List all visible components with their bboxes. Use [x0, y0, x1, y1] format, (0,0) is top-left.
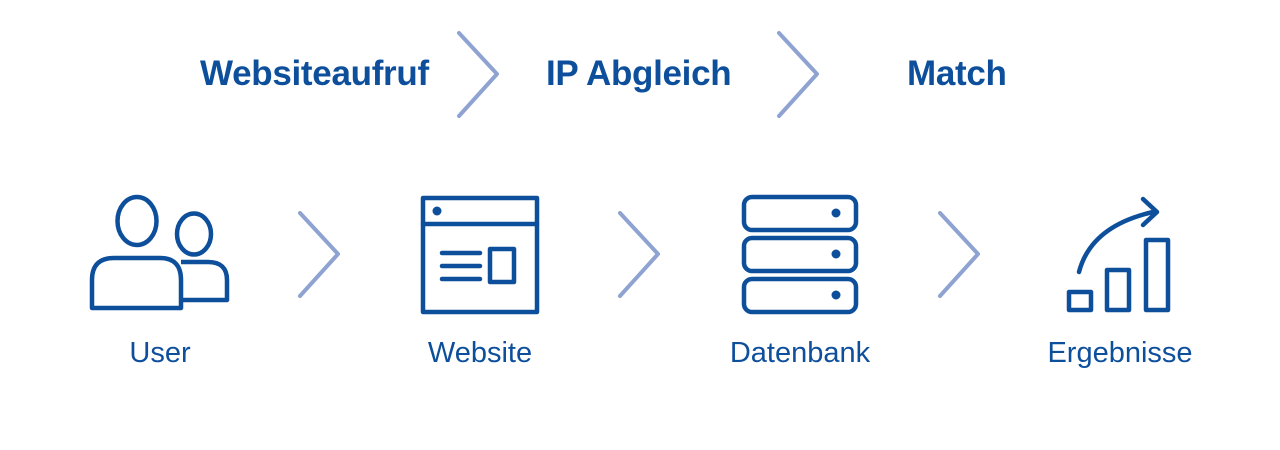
users-icon	[89, 194, 230, 311]
stage-label-ip-abgleich: IP Abgleich	[546, 54, 732, 93]
stage-label-websiteaufruf: Websiteaufruf	[200, 54, 429, 93]
database-server-icon	[741, 194, 859, 315]
chevron-right-icon	[457, 31, 499, 118]
chevron-right-icon	[298, 211, 340, 298]
chevron-right-icon	[618, 211, 660, 298]
browser-window-icon	[420, 195, 540, 315]
growth-chart-icon	[1066, 196, 1171, 313]
chevron-right-icon	[938, 211, 980, 298]
node-label-ergebnisse: Ergebnisse	[1047, 337, 1193, 369]
stage-label-match: Match	[907, 54, 1007, 93]
node-label-user: User	[129, 337, 191, 369]
chevron-right-icon	[777, 31, 819, 118]
node-label-datenbank: Datenbank	[729, 337, 871, 369]
node-label-website: Website	[427, 337, 533, 369]
